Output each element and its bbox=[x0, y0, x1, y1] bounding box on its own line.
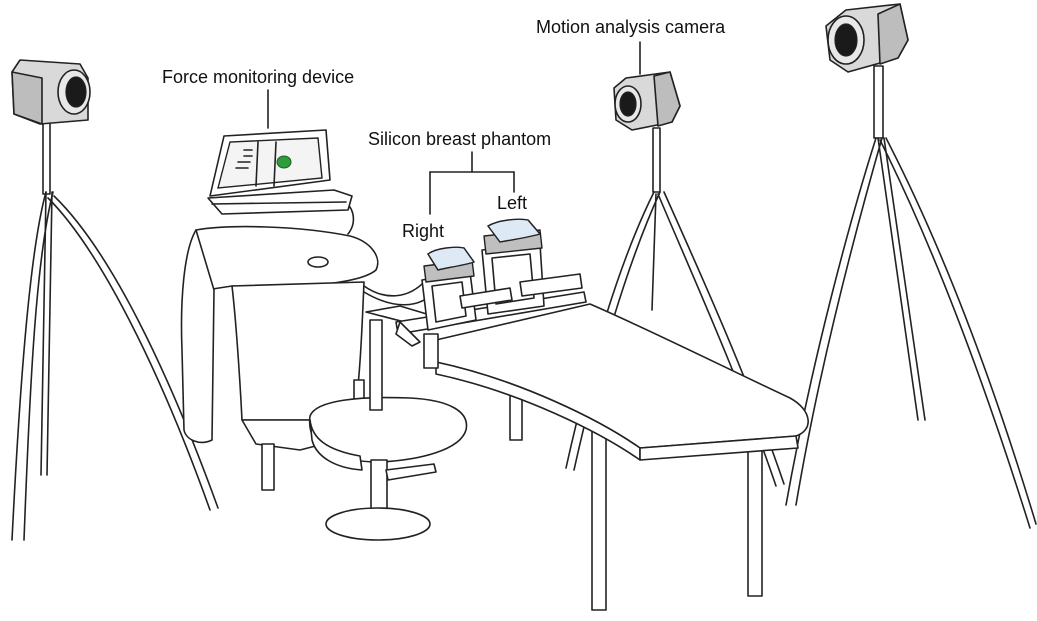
middle-motion-camera bbox=[613, 71, 681, 131]
left-phantom-label: Left bbox=[497, 193, 528, 213]
screen-marker bbox=[276, 155, 292, 169]
force-monitoring-cart bbox=[180, 199, 435, 491]
phantom-holder bbox=[421, 243, 583, 331]
right-motion-camera bbox=[825, 3, 909, 73]
motion-analysis-camera-label: Motion analysis camera bbox=[536, 17, 726, 37]
leader-lines bbox=[267, 41, 641, 215]
left-breast-phantom bbox=[483, 218, 543, 255]
force-monitoring-device bbox=[207, 129, 353, 215]
right-phantom-label: Right bbox=[402, 221, 445, 241]
left-tripod bbox=[11, 121, 219, 541]
silicon-breast-phantom-label: Silicon breast phantom bbox=[368, 129, 552, 149]
right-breast-phantom bbox=[423, 246, 475, 283]
left-motion-camera bbox=[11, 59, 91, 125]
stool bbox=[308, 396, 468, 541]
right-tripod bbox=[785, 65, 1037, 529]
force-monitoring-device-label: Force monitoring device bbox=[162, 67, 355, 87]
